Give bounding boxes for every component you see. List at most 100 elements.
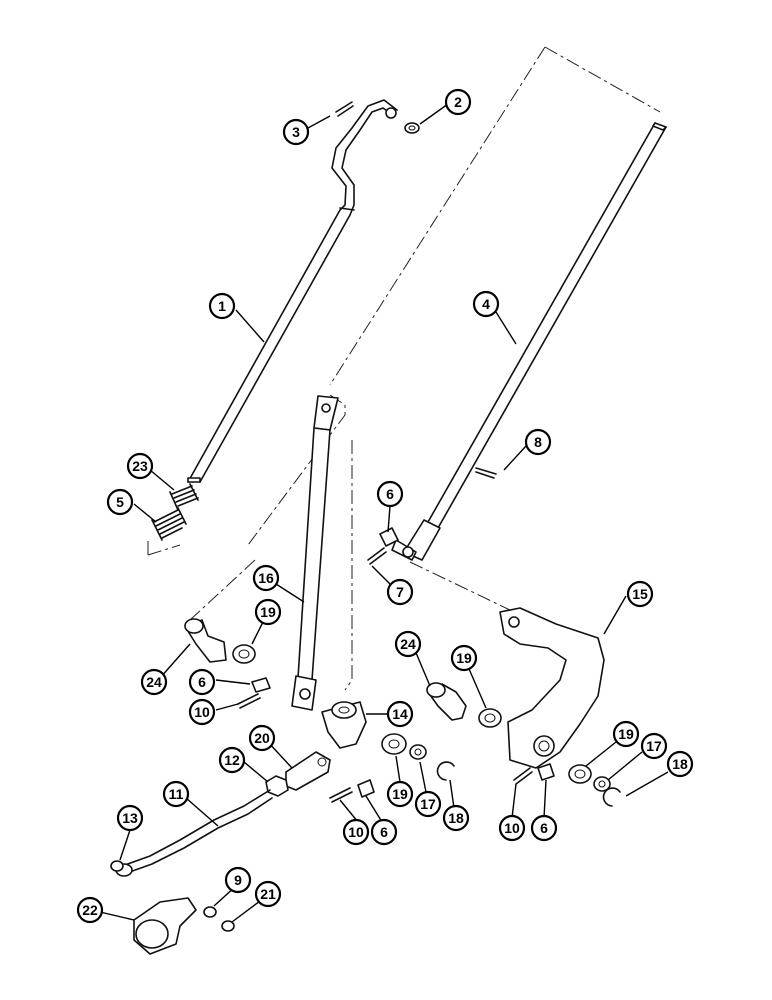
svg-text:2: 2	[454, 94, 462, 110]
svg-text:17: 17	[420, 796, 436, 812]
callout-6-right: 6	[530, 814, 558, 842]
callout-13: 13	[116, 804, 144, 832]
callout-1: 1	[208, 292, 236, 320]
callout-18-a: 18	[442, 804, 470, 832]
part-8-split-pin	[475, 467, 497, 479]
callout-10-center: 10	[342, 818, 370, 846]
part-6-pin-center	[357, 779, 375, 798]
part-6-pin-left	[251, 677, 271, 693]
callout-8: 8	[524, 428, 552, 456]
part-13-washer	[110, 860, 124, 872]
svg-text:12: 12	[224, 752, 240, 768]
svg-text:5: 5	[116, 494, 124, 510]
callout-20: 20	[248, 724, 276, 752]
part-14-clevis-block	[321, 701, 367, 749]
svg-text:24: 24	[400, 636, 416, 652]
callout-12: 12	[218, 746, 246, 774]
svg-text:6: 6	[198, 674, 206, 690]
svg-text:15: 15	[632, 586, 648, 602]
callouts: 1 2 3 4 5 6 6 6 6 7 8 9 10 10 10 11 12 1…	[76, 88, 694, 924]
svg-text:18: 18	[672, 756, 688, 772]
callout-22: 22	[76, 896, 104, 924]
callout-11: 11	[162, 780, 190, 808]
svg-text:11: 11	[169, 786, 184, 802]
part-18-circlip-b	[602, 787, 621, 807]
svg-text:22: 22	[82, 902, 98, 918]
part-20-rod-end	[285, 751, 331, 791]
part-12-nut	[265, 775, 289, 797]
callout-4: 4	[472, 290, 500, 318]
svg-text:14: 14	[392, 706, 408, 722]
svg-text:7: 7	[396, 584, 404, 600]
svg-text:19: 19	[392, 786, 408, 802]
callout-6-center: 6	[370, 818, 398, 846]
svg-text:24: 24	[146, 674, 162, 690]
svg-text:17: 17	[646, 738, 662, 754]
callout-21: 21	[254, 880, 282, 908]
part-4-long-rod	[391, 122, 667, 561]
part-17-washer-a	[409, 744, 427, 760]
part-15-bellcrank	[499, 607, 605, 769]
callout-24-a: 24	[140, 668, 168, 696]
svg-text:6: 6	[380, 824, 388, 840]
callout-19-a: 19	[254, 598, 282, 626]
part-16-adjustable-rod	[291, 395, 339, 711]
part-5-spring	[151, 507, 187, 541]
part-9-nut	[203, 906, 217, 918]
svg-text:21: 21	[260, 886, 276, 902]
part-6-pin-right	[537, 763, 555, 781]
part-18-circlip-a	[436, 761, 455, 781]
part-2-washer	[404, 122, 420, 134]
part-10-split-pin-right	[513, 767, 533, 785]
part-1-upper-rod	[187, 99, 398, 483]
svg-text:16: 16	[258, 570, 274, 586]
svg-text:8: 8	[534, 434, 542, 450]
svg-text:1: 1	[218, 298, 226, 314]
part-10-split-pin-center	[329, 787, 353, 803]
callout-16: 16	[252, 564, 280, 592]
callout-10-left: 10	[188, 698, 216, 726]
svg-text:20: 20	[254, 730, 270, 746]
callout-6-left: 6	[188, 668, 216, 696]
callout-9: 9	[224, 866, 252, 894]
callout-7: 7	[386, 578, 414, 606]
svg-text:19: 19	[260, 604, 276, 620]
callout-14: 14	[386, 700, 414, 728]
svg-text:10: 10	[348, 824, 364, 840]
callout-17-b: 17	[640, 732, 668, 760]
callout-19-b: 19	[386, 780, 414, 808]
svg-text:9: 9	[234, 872, 242, 888]
callout-24-b: 24	[394, 630, 422, 658]
svg-text:6: 6	[540, 820, 548, 836]
callout-18-b: 18	[666, 750, 694, 778]
part-19-bushing-a	[232, 644, 256, 664]
part-19-bushing-b	[381, 733, 407, 755]
part-19-bushing-c	[478, 708, 502, 728]
callout-2: 2	[444, 88, 472, 116]
part-24-bolt-left	[184, 618, 227, 663]
svg-text:19: 19	[456, 650, 472, 666]
svg-text:10: 10	[504, 820, 520, 836]
part-3-split-pin	[335, 101, 354, 117]
part-7-split-pin	[367, 547, 387, 565]
svg-text:23: 23	[132, 458, 148, 474]
svg-text:4: 4	[482, 296, 490, 312]
callout-5: 5	[106, 488, 134, 516]
callout-17-a: 17	[414, 790, 442, 818]
callout-19-c: 19	[450, 644, 478, 672]
svg-text:19: 19	[618, 726, 634, 742]
part-11-link-rod	[115, 789, 273, 877]
part-17-washer-b	[593, 776, 611, 792]
part-22-swivel	[133, 897, 197, 955]
callout-15: 15	[626, 580, 654, 608]
callout-19-d: 19	[612, 720, 640, 748]
part-21-washer	[221, 920, 235, 932]
callout-3: 3	[282, 118, 310, 146]
part-19-bushing-d	[568, 764, 592, 784]
svg-text:18: 18	[448, 810, 464, 826]
svg-text:10: 10	[194, 704, 210, 720]
callout-10-right: 10	[498, 814, 526, 842]
callout-6-upper: 6	[376, 480, 404, 508]
part-10-split-pin-left	[237, 693, 261, 709]
